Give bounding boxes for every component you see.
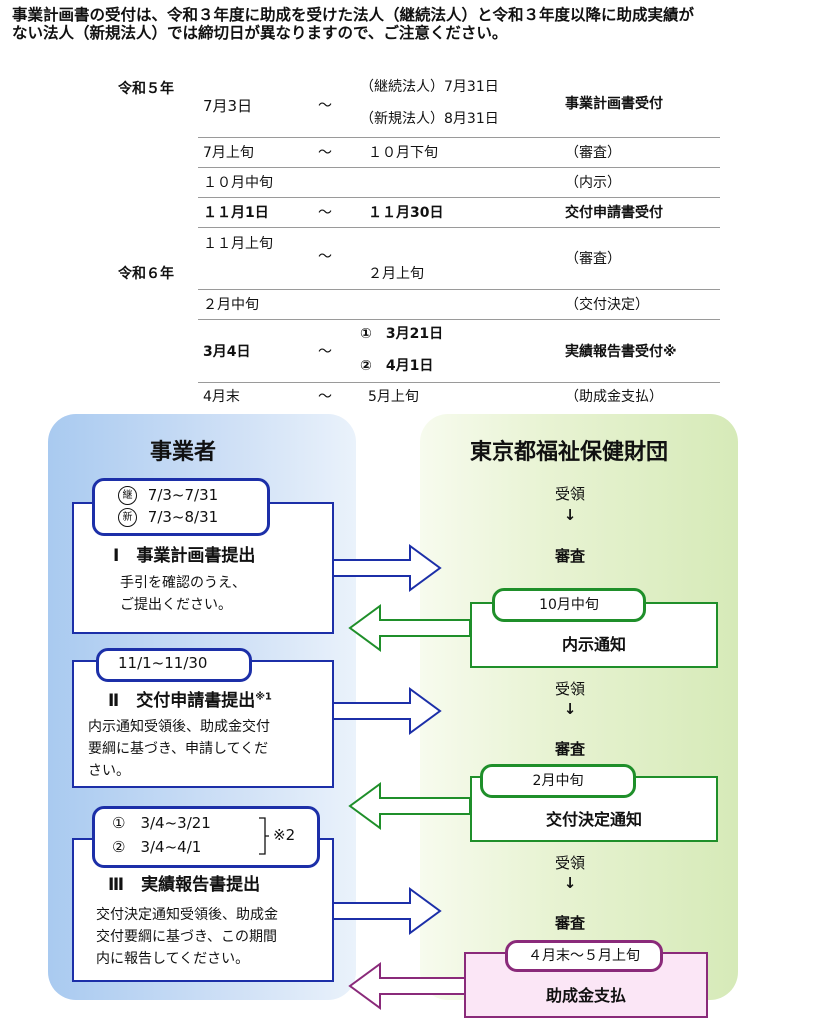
row-2-desc: （内示）: [565, 175, 621, 191]
kettei-notice: 交付決定通知: [545, 810, 642, 829]
step1-note-2: ご提出ください。: [120, 597, 232, 613]
row-divider: [198, 137, 720, 138]
row-3-tilde: ～: [318, 205, 332, 221]
continuing-mark-icon: 継: [118, 486, 137, 505]
arrow-left-2: [348, 782, 471, 830]
step2-note-3: さい。: [88, 763, 130, 779]
row-6-end-a: ① 3月21日: [360, 326, 444, 342]
down-arrow-icon: ↓: [563, 874, 577, 892]
step3-note-ref: ※2: [273, 826, 296, 844]
step1-date-a: 継 7/3~7/31: [118, 486, 218, 505]
row-1-tilde: ～: [318, 145, 332, 161]
review-label-1: 審査: [554, 547, 585, 565]
step2-date: 11/1~11/30: [118, 654, 208, 672]
step1-title: Ⅰ 事業計画書提出: [113, 546, 256, 566]
row-3-end: １１月30日: [368, 205, 444, 221]
applicant-title: 事業者: [150, 440, 217, 465]
row-0-end-b: （新規法人）8月31日: [360, 111, 499, 127]
step3-title: Ⅲ 実績報告書提出: [108, 875, 261, 895]
year-label-r5: 令和５年: [118, 81, 174, 97]
arrow-right-3: [330, 887, 442, 935]
step2-footnote-ref: ※1: [255, 691, 272, 703]
down-arrow-icon: ↓: [563, 700, 577, 718]
intro-line-1: 事業計画書の受付は、令和３年度に助成を受けた法人（継続法人）と令和３年度以降に助…: [12, 6, 695, 24]
review-label-2: 審査: [554, 740, 585, 758]
row-5-desc: （交付決定）: [565, 297, 649, 313]
row-4-tilde: ～: [318, 249, 332, 265]
step1-date-b: 新 7/3~8/31: [118, 508, 218, 527]
step3-note-1: 交付決定通知受領後、助成金: [96, 907, 278, 923]
row-1-desc: （審査）: [565, 145, 621, 161]
step3-note-2: 交付要綱に基づき、この期間: [96, 929, 278, 945]
row-6-start: 3月4日: [203, 344, 251, 360]
row-4-start: １１月上旬: [203, 236, 273, 252]
intro-line-2: ない法人（新規法人）では締切日が異なりますので、ご注意ください。: [12, 24, 508, 42]
arrow-right-1: [330, 544, 442, 592]
naiji-notice: 内示通知: [561, 635, 626, 654]
payment-label: 助成金支払: [545, 986, 626, 1005]
arrow-left-3: [348, 962, 471, 1010]
year-label-r6: 令和６年: [118, 266, 174, 282]
receive-label-3: 受領: [554, 854, 585, 872]
row-6-desc: 実績報告書受付※: [565, 344, 677, 360]
foundation-title: 東京都福祉保健財団: [470, 440, 669, 465]
row-divider: [198, 197, 720, 198]
row-4-desc: （審査）: [565, 251, 621, 267]
payment-date: ４月末～５月上旬: [528, 948, 640, 964]
row-7-tilde: ～: [318, 389, 332, 405]
step2-title: Ⅱ 交付申請書提出※1: [108, 691, 272, 711]
row-divider: [198, 227, 720, 228]
step3-note-3: 内に報告してください。: [96, 951, 250, 967]
intro-text: 事業計画書の受付は、令和３年度に助成を受けた法人（継続法人）と令和３年度以降に助…: [12, 6, 812, 42]
kettei-date: 2月中旬: [532, 773, 584, 789]
row-3-desc: 交付申請書受付: [565, 205, 663, 221]
row-6-tilde: ～: [318, 344, 332, 360]
row-3-start: １１月1日: [203, 205, 269, 221]
row-4-end: ２月上旬: [368, 266, 424, 282]
step3-brace: [259, 817, 269, 855]
review-label-3: 審査: [554, 914, 585, 932]
row-2-start: １０月中旬: [203, 175, 273, 191]
step1-note-1: 手引を確認のうえ、: [120, 575, 246, 591]
row-0-start: 7月3日: [203, 97, 253, 115]
row-1-start: 7月上旬: [203, 145, 254, 161]
arrow-left-1: [348, 604, 471, 652]
row-0-tilde: ～: [318, 98, 332, 114]
row-divider: [198, 289, 720, 290]
schedule-table: 令和５年 令和６年 7月3日 ～ （継続法人）7月31日 （新規法人）8月31日…: [0, 0, 815, 410]
step2-date-bracket: [96, 648, 252, 682]
row-0-end-a: （継続法人）7月31日: [360, 79, 499, 95]
foundation-panel: [420, 414, 738, 1000]
row-7-desc: （助成金支払）: [565, 389, 663, 405]
row-divider: [198, 382, 720, 383]
arrow-right-2: [330, 687, 442, 735]
step3-date-a: ① 3/4~3/21: [112, 814, 211, 832]
receive-label-1: 受領: [554, 485, 585, 503]
row-7-start: 4月末: [203, 389, 240, 405]
naiji-date-bracket: [492, 588, 646, 622]
row-6-end-b: ② 4月1日: [360, 358, 434, 374]
step3-date-b: ② 3/4~4/1: [112, 838, 202, 856]
step2-note-2: 要綱に基づき、申請してくだ: [88, 741, 269, 757]
naiji-date: 10月中旬: [539, 597, 599, 613]
row-1-end: １０月下旬: [368, 145, 438, 161]
new-mark-icon: 新: [118, 508, 137, 527]
row-7-end: 5月上旬: [368, 389, 419, 405]
step2-note-1: 内示通知受領後、助成金交付: [88, 719, 270, 735]
row-5-start: ２月中旬: [203, 297, 259, 313]
step3-date-bracket: [92, 806, 320, 868]
row-divider: [198, 319, 720, 320]
row-0-desc: 事業計画書受付: [565, 96, 663, 112]
kettei-date-bracket: [480, 764, 636, 798]
receive-label-2: 受領: [554, 680, 585, 698]
payment-date-bracket: [505, 940, 663, 972]
down-arrow-icon: ↓: [563, 506, 577, 524]
row-divider: [198, 167, 720, 168]
